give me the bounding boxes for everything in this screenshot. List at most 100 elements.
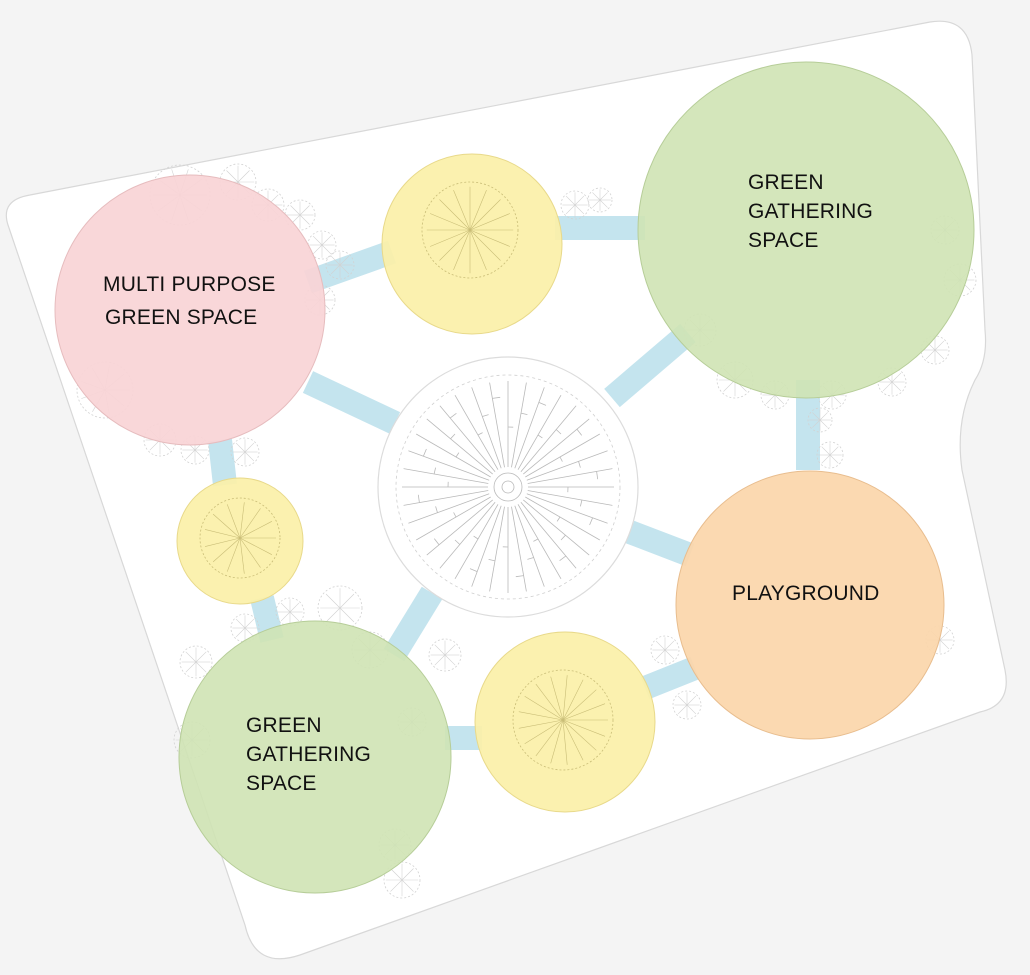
plaza-spoke [426,499,493,556]
plaza-arc [450,433,456,440]
multi-purpose-label: MULTI PURPOSE GREEN SPACE [103,270,276,332]
plaza-spoke [527,490,613,506]
tree-canopy-icon [284,199,316,231]
gathering-bottom-line-1: GREEN [246,714,322,737]
tree-canopy-icon [199,497,281,579]
plaza-arc [469,568,478,572]
tree-canopy-icon [179,645,213,679]
plaza-arc [576,428,583,436]
tree-canopy-icon [230,437,260,467]
plaza-arc [449,412,457,419]
plaza-arc [538,402,547,406]
plaza-spoke [403,468,489,484]
plaza-spoke [514,505,545,587]
plaza-spoke [416,433,491,478]
plaza-spoke [520,405,577,472]
tree-canopy-icon [383,861,421,899]
plaza-spoke [517,395,562,470]
playground-zone [675,470,945,740]
tree-node-top [381,153,563,335]
gathering-top-line-2: GATHERING [748,200,874,223]
plaza-arc [488,559,496,562]
plaza-arc [473,535,479,540]
plaza-arc [515,575,524,578]
plaza-spoke [403,490,489,506]
plaza-spoke [439,405,496,472]
plaza-arc [559,456,563,462]
radial-plaza-icon [377,356,639,618]
path-multi-to-node-left [208,438,237,487]
plaza-arc [477,432,483,436]
tree-canopy-icon [307,230,337,260]
plaza-spoke [471,387,502,469]
multi-purpose-line-2: GREEN SPACE [105,306,258,329]
plaza-arc [527,557,534,560]
plaza-arc [455,452,460,458]
plaza-spoke [517,504,562,579]
plaza-spoke [454,504,499,579]
plaza-arc [454,539,461,545]
tree-canopy-icon [877,367,907,397]
plaza-spoke [408,450,490,481]
multi-purpose-green-space-zone [54,174,326,446]
tree-node-left [176,477,304,605]
tree-canopy-icon [421,181,519,279]
green-gathering-space-bottom-zone [178,620,452,894]
green-gathering-space-top-zone [637,61,975,399]
plaza-arc [520,412,528,415]
plaza-spoke [416,496,491,541]
plaza-spoke [520,502,577,569]
plaza-arc [492,396,501,399]
plaza-spoke [511,382,527,468]
plaza-arc [580,499,583,507]
playground-line-1: PLAYGROUND [732,582,880,605]
plaza-spoke [489,382,505,468]
plaza-arc [417,494,420,503]
plaza-arc [423,448,427,457]
gathering-bottom-line-2: GATHERING [246,743,372,766]
gathering-top-line-3: SPACE [748,229,819,252]
plaza-arc [533,538,539,542]
path-network [208,216,820,750]
plaza-spoke [471,505,502,587]
tree-canopy-icon [428,638,462,672]
path-multi-to-center [302,371,401,434]
plaza-arc [433,467,436,475]
tree-canopy-icon [325,250,355,280]
plaza-spoke [523,499,590,556]
plaza-spoke [514,387,545,469]
tree-canopy-icon [650,635,680,665]
plaza-spoke [511,506,527,592]
tree-canopy-icon [807,407,833,433]
tree-canopy-icon [816,441,844,469]
plaza-arc [433,538,440,546]
plaza-spoke [454,395,499,470]
gathering-bottom-line-3: SPACE [246,772,317,795]
plaza-arc [435,506,438,513]
plaza-spoke [527,468,613,484]
gathering-top-line-1: GREEN [748,171,824,194]
plaza-arc [596,471,599,480]
tree-canopy-icon [512,669,614,771]
plaza-arc [589,517,593,526]
plaza-arc [556,516,561,522]
gathering-top-label: GREEN GATHERING SPACE [748,168,873,255]
multi-purpose-line-1: MULTI PURPOSE [103,273,276,296]
tree-canopy-icon [672,690,702,720]
plaza-spoke [408,493,490,524]
plaza-arc [578,461,581,468]
plaza-spoke [526,450,608,481]
plaza-spoke [525,433,600,478]
plaza-arc [555,429,562,435]
path-multi-to-node-top [303,240,397,294]
plaza-arc [482,414,489,417]
plaza-spoke [526,493,608,524]
plaza-spoke [489,506,505,592]
plaza-spokes [402,381,614,593]
plaza-spoke [523,418,590,475]
playground-label: PLAYGROUND [732,579,879,608]
path-center-to-gathering-top [604,323,696,408]
path-center-to-playground [625,520,695,567]
gathering-bottom-label: GREEN GATHERING SPACE [246,711,371,798]
plaza-arc [453,512,457,518]
